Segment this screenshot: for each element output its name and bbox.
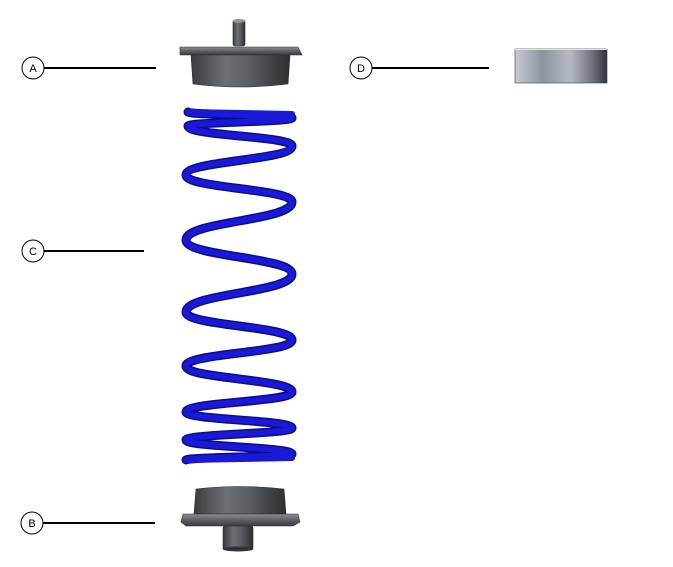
upper-spring-seat [179, 19, 303, 88]
coil-spring-wire [183, 109, 295, 463]
callout-a: A [21, 56, 156, 80]
lower-seat-flange [180, 513, 301, 527]
upper-seat-flange [179, 46, 303, 56]
coil-spring-top-end [185, 109, 295, 117]
lower-spring-seat [180, 486, 301, 552]
lower-seat-stud-bottom [223, 546, 253, 552]
callout-b: B [20, 511, 155, 535]
callout-d: D [349, 56, 489, 80]
coil-spring-bottom-end [183, 455, 295, 463]
lower-seat-body [193, 486, 287, 515]
upper-seat-stud [232, 19, 246, 47]
callout-c-letter: C [29, 246, 37, 258]
upper-seat-body [190, 54, 291, 88]
lower-seat-stud [222, 525, 254, 551]
coil-spring [181, 107, 297, 465]
callout-b-letter: B [28, 518, 35, 530]
callout-c: C [21, 239, 144, 263]
bushing-sleeve [514, 48, 608, 84]
callout-d-letter: D [357, 63, 365, 75]
callout-a-letter: A [29, 63, 37, 75]
sleeve-body [514, 48, 608, 84]
upper-seat-stud-top [233, 19, 245, 23]
